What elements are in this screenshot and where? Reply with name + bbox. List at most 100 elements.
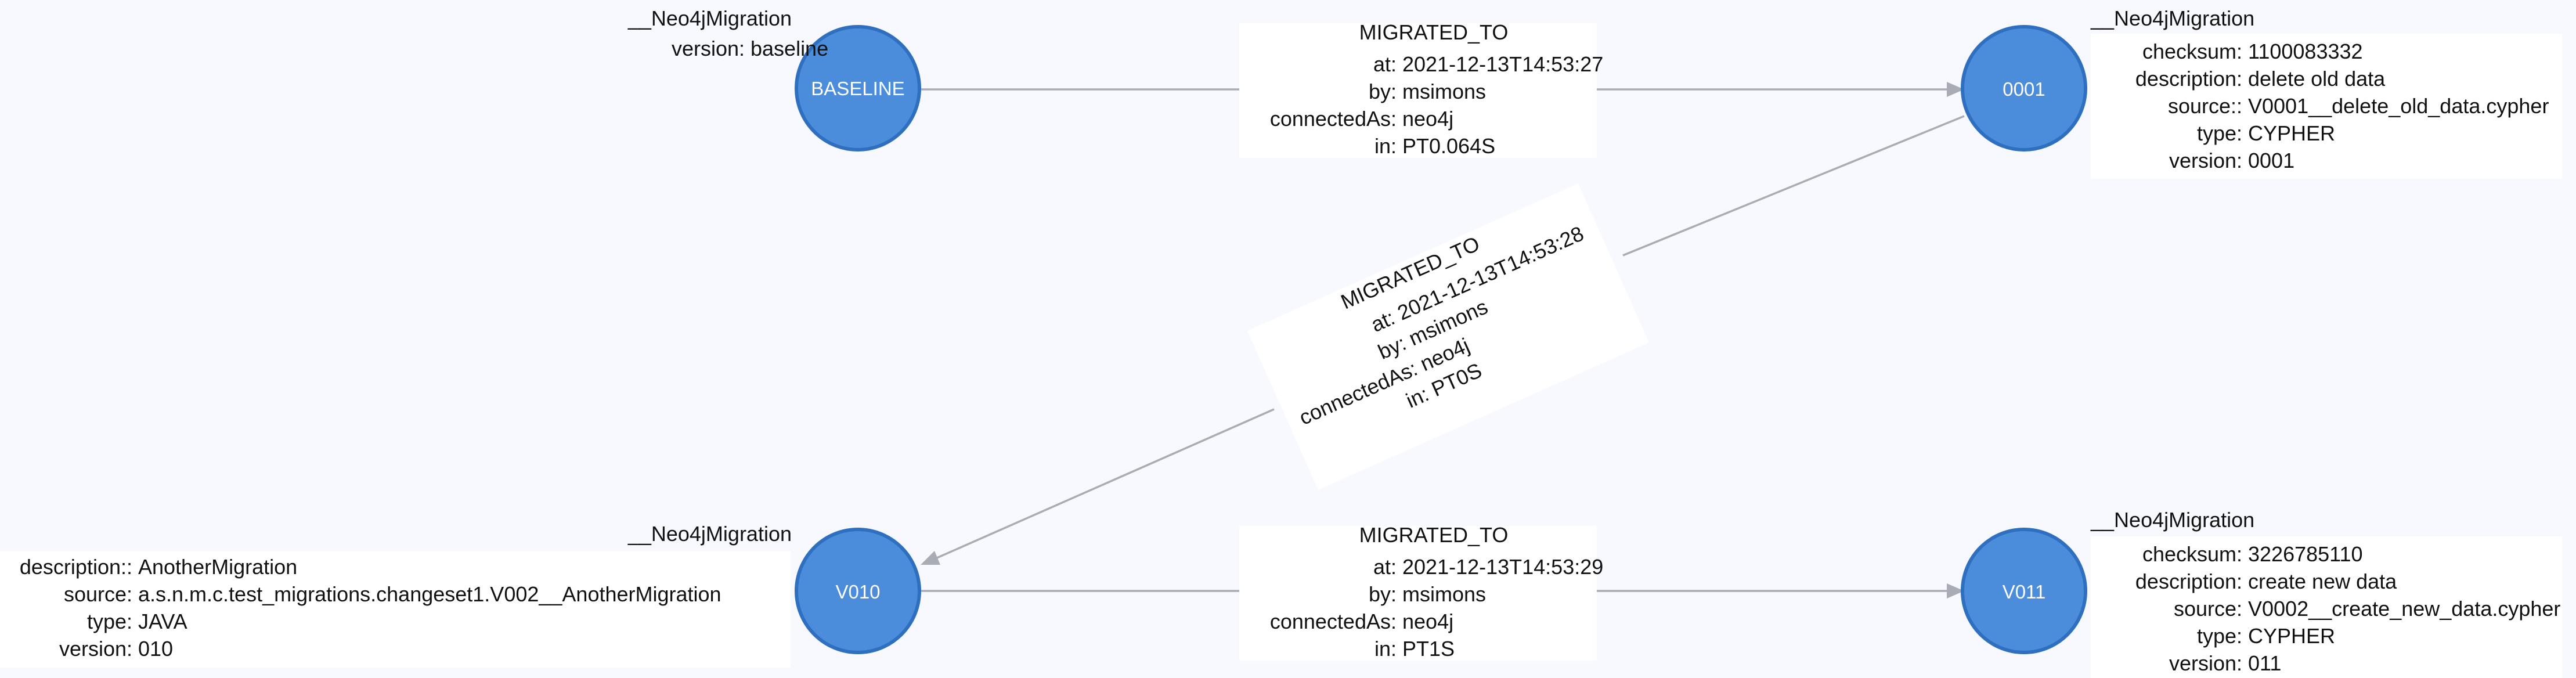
- edge-prop-key: at: [1373, 52, 1391, 76]
- edge-prop-sep: :: [1391, 555, 1397, 579]
- node-prop-value: baseline: [751, 37, 828, 60]
- node-prop-sep: :: [127, 582, 132, 606]
- edge-prop-value: msimons: [1402, 80, 1486, 103]
- edge-prop-value: 2021-12-13T14:53:29: [1402, 555, 1603, 579]
- node-prop-key: version: [59, 637, 127, 661]
- node-prop-sep: :: [739, 37, 745, 60]
- node-prop-value: CYPHER: [2248, 624, 2335, 648]
- node-prop-key: source: [64, 582, 127, 606]
- node-prop-key: description: [2135, 67, 2236, 91]
- node-prop-box: [0, 551, 791, 668]
- node-prop-sep: :: [2236, 149, 2242, 172]
- node-prop-sep: :: [127, 555, 132, 579]
- edge-prop-value: neo4j: [1402, 107, 1453, 131]
- node-prop-key: version: [672, 37, 739, 60]
- edge-prop-key: in: [1374, 637, 1391, 661]
- node-prop-sep: :: [127, 637, 132, 661]
- node-caption: BASELINE: [811, 78, 904, 99]
- node-prop-value: 3226785110: [2248, 542, 2363, 566]
- edge-prop-key: by: [1369, 582, 1391, 606]
- node-label: __Neo4jMigration: [2090, 508, 2254, 532]
- node-prop-value: V0002__create_new_data.cypher: [2248, 597, 2560, 621]
- node-circle[interactable]: [795, 25, 921, 152]
- node-prop-value: AnotherMigration: [138, 555, 297, 579]
- edge-prop-key: by: [1369, 80, 1391, 103]
- arrow-head: [921, 551, 940, 565]
- edge-prop-sep: :: [1391, 80, 1397, 103]
- edge-label-box: [1239, 526, 1597, 661]
- node-circle[interactable]: [1961, 528, 2087, 654]
- node-label: __Neo4jMigration: [627, 6, 792, 30]
- node-prop-value: delete old data: [2248, 67, 2386, 91]
- node-caption: V010: [835, 581, 880, 603]
- edge-prop-sep: :: [1391, 134, 1397, 158]
- node-prop-value: V0001__delete_old_data.cypher: [2248, 94, 2549, 118]
- node-prop-sep: :: [2236, 39, 2242, 63]
- edge-prop-value: 2021-12-13T14:53:27: [1402, 52, 1603, 76]
- edge-type-label: MIGRATED_TO: [1359, 20, 1509, 44]
- node-prop-box: [2091, 536, 2562, 678]
- edge-prop-sep: :: [1391, 637, 1397, 661]
- edge-label-box: [1247, 183, 1650, 490]
- node-prop-key: description: [2135, 569, 2236, 593]
- node-prop-key: checksum: [2142, 542, 2236, 566]
- node-prop-key: description:: [20, 555, 127, 579]
- edge-prop-key: connectedAs: [1270, 107, 1391, 131]
- edge-line: [935, 408, 1275, 560]
- edge-prop-value: neo4j: [1402, 610, 1453, 633]
- edge-prop-sep: :: [1391, 610, 1397, 633]
- node-prop-sep: :: [2236, 597, 2242, 621]
- node-label: __Neo4jMigration: [627, 522, 792, 546]
- node-prop-sep: :: [2236, 67, 2242, 91]
- node-caption: V011: [2003, 581, 2046, 603]
- node-prop-sep: :: [2236, 624, 2242, 648]
- node-prop-value: CYPHER: [2248, 121, 2335, 145]
- node-prop-key: type: [2197, 121, 2236, 145]
- edge-prop-sep: :: [1391, 582, 1397, 606]
- node-label: __Neo4jMigration: [2090, 6, 2254, 30]
- edge-prop-value: PT0.064S: [1402, 134, 1495, 158]
- node-v011[interactable]: V011 __Neo4jMigration checksum : 3226785…: [1961, 508, 2562, 678]
- node-prop-box: [2091, 34, 2562, 179]
- node-circle[interactable]: [795, 528, 921, 654]
- node-prop-value: JAVA: [138, 610, 187, 633]
- node-prop-sep: :: [2236, 569, 2242, 593]
- node-prop-sep: :: [127, 610, 132, 633]
- node-circle[interactable]: [1961, 25, 2087, 152]
- node-prop-key: type: [87, 610, 127, 633]
- node-prop-sep: :: [2236, 94, 2242, 118]
- arrow-head: [1947, 82, 1964, 97]
- node-prop-sep: :: [2236, 542, 2242, 566]
- node-v010[interactable]: V010 __Neo4jMigration description: : Ano…: [0, 522, 921, 668]
- node-prop-value: a.s.n.m.c.test_migrations.changeset1.V00…: [138, 582, 721, 606]
- node-prop-key: version: [2169, 149, 2236, 172]
- edge-prop-key: at: [1373, 555, 1391, 579]
- node-prop-value: 010: [138, 637, 173, 661]
- edge-line: [1622, 115, 1965, 257]
- edge-prop-key: connectedAs: [1270, 610, 1391, 633]
- node-prop-key: source: [2174, 597, 2236, 621]
- node-prop-value: 0001: [2248, 149, 2294, 172]
- node-prop-value: 011: [2248, 651, 2281, 675]
- edge-type-label: MIGRATED_TO: [1359, 523, 1509, 547]
- edge-label-box: [1239, 23, 1597, 158]
- edge-prop-sep: :: [1391, 107, 1397, 131]
- edge-prop-value: PT1S: [1402, 637, 1455, 661]
- node-prop-key: type: [2197, 624, 2236, 648]
- node-baseline[interactable]: BASELINE __Neo4jMigration version : base…: [627, 6, 921, 152]
- node-prop-sep: :: [2236, 651, 2242, 675]
- node-caption: 0001: [2003, 78, 2045, 100]
- node-prop-value: 1100083332: [2248, 39, 2363, 63]
- node-prop-key: checksum: [2142, 39, 2236, 63]
- arrow-head: [1947, 583, 1964, 598]
- node-prop-sep: :: [2236, 121, 2242, 145]
- node-prop-key: version: [2169, 651, 2236, 675]
- edge-v010-to-v011[interactable]: MIGRATED_TO at : 2021-12-13T14:53:29 by …: [921, 523, 1964, 661]
- edge-prop-key: in: [1374, 134, 1391, 158]
- node-prop-key: source:: [2168, 94, 2236, 118]
- edge-prop-sep: :: [1391, 52, 1397, 76]
- edge-prop-value: msimons: [1402, 582, 1486, 606]
- edge-baseline-to-0001[interactable]: MIGRATED_TO at : 2021-12-13T14:53:27 by …: [921, 20, 1964, 158]
- node-0001[interactable]: 0001 __Neo4jMigration checksum : 1100083…: [1961, 6, 2562, 179]
